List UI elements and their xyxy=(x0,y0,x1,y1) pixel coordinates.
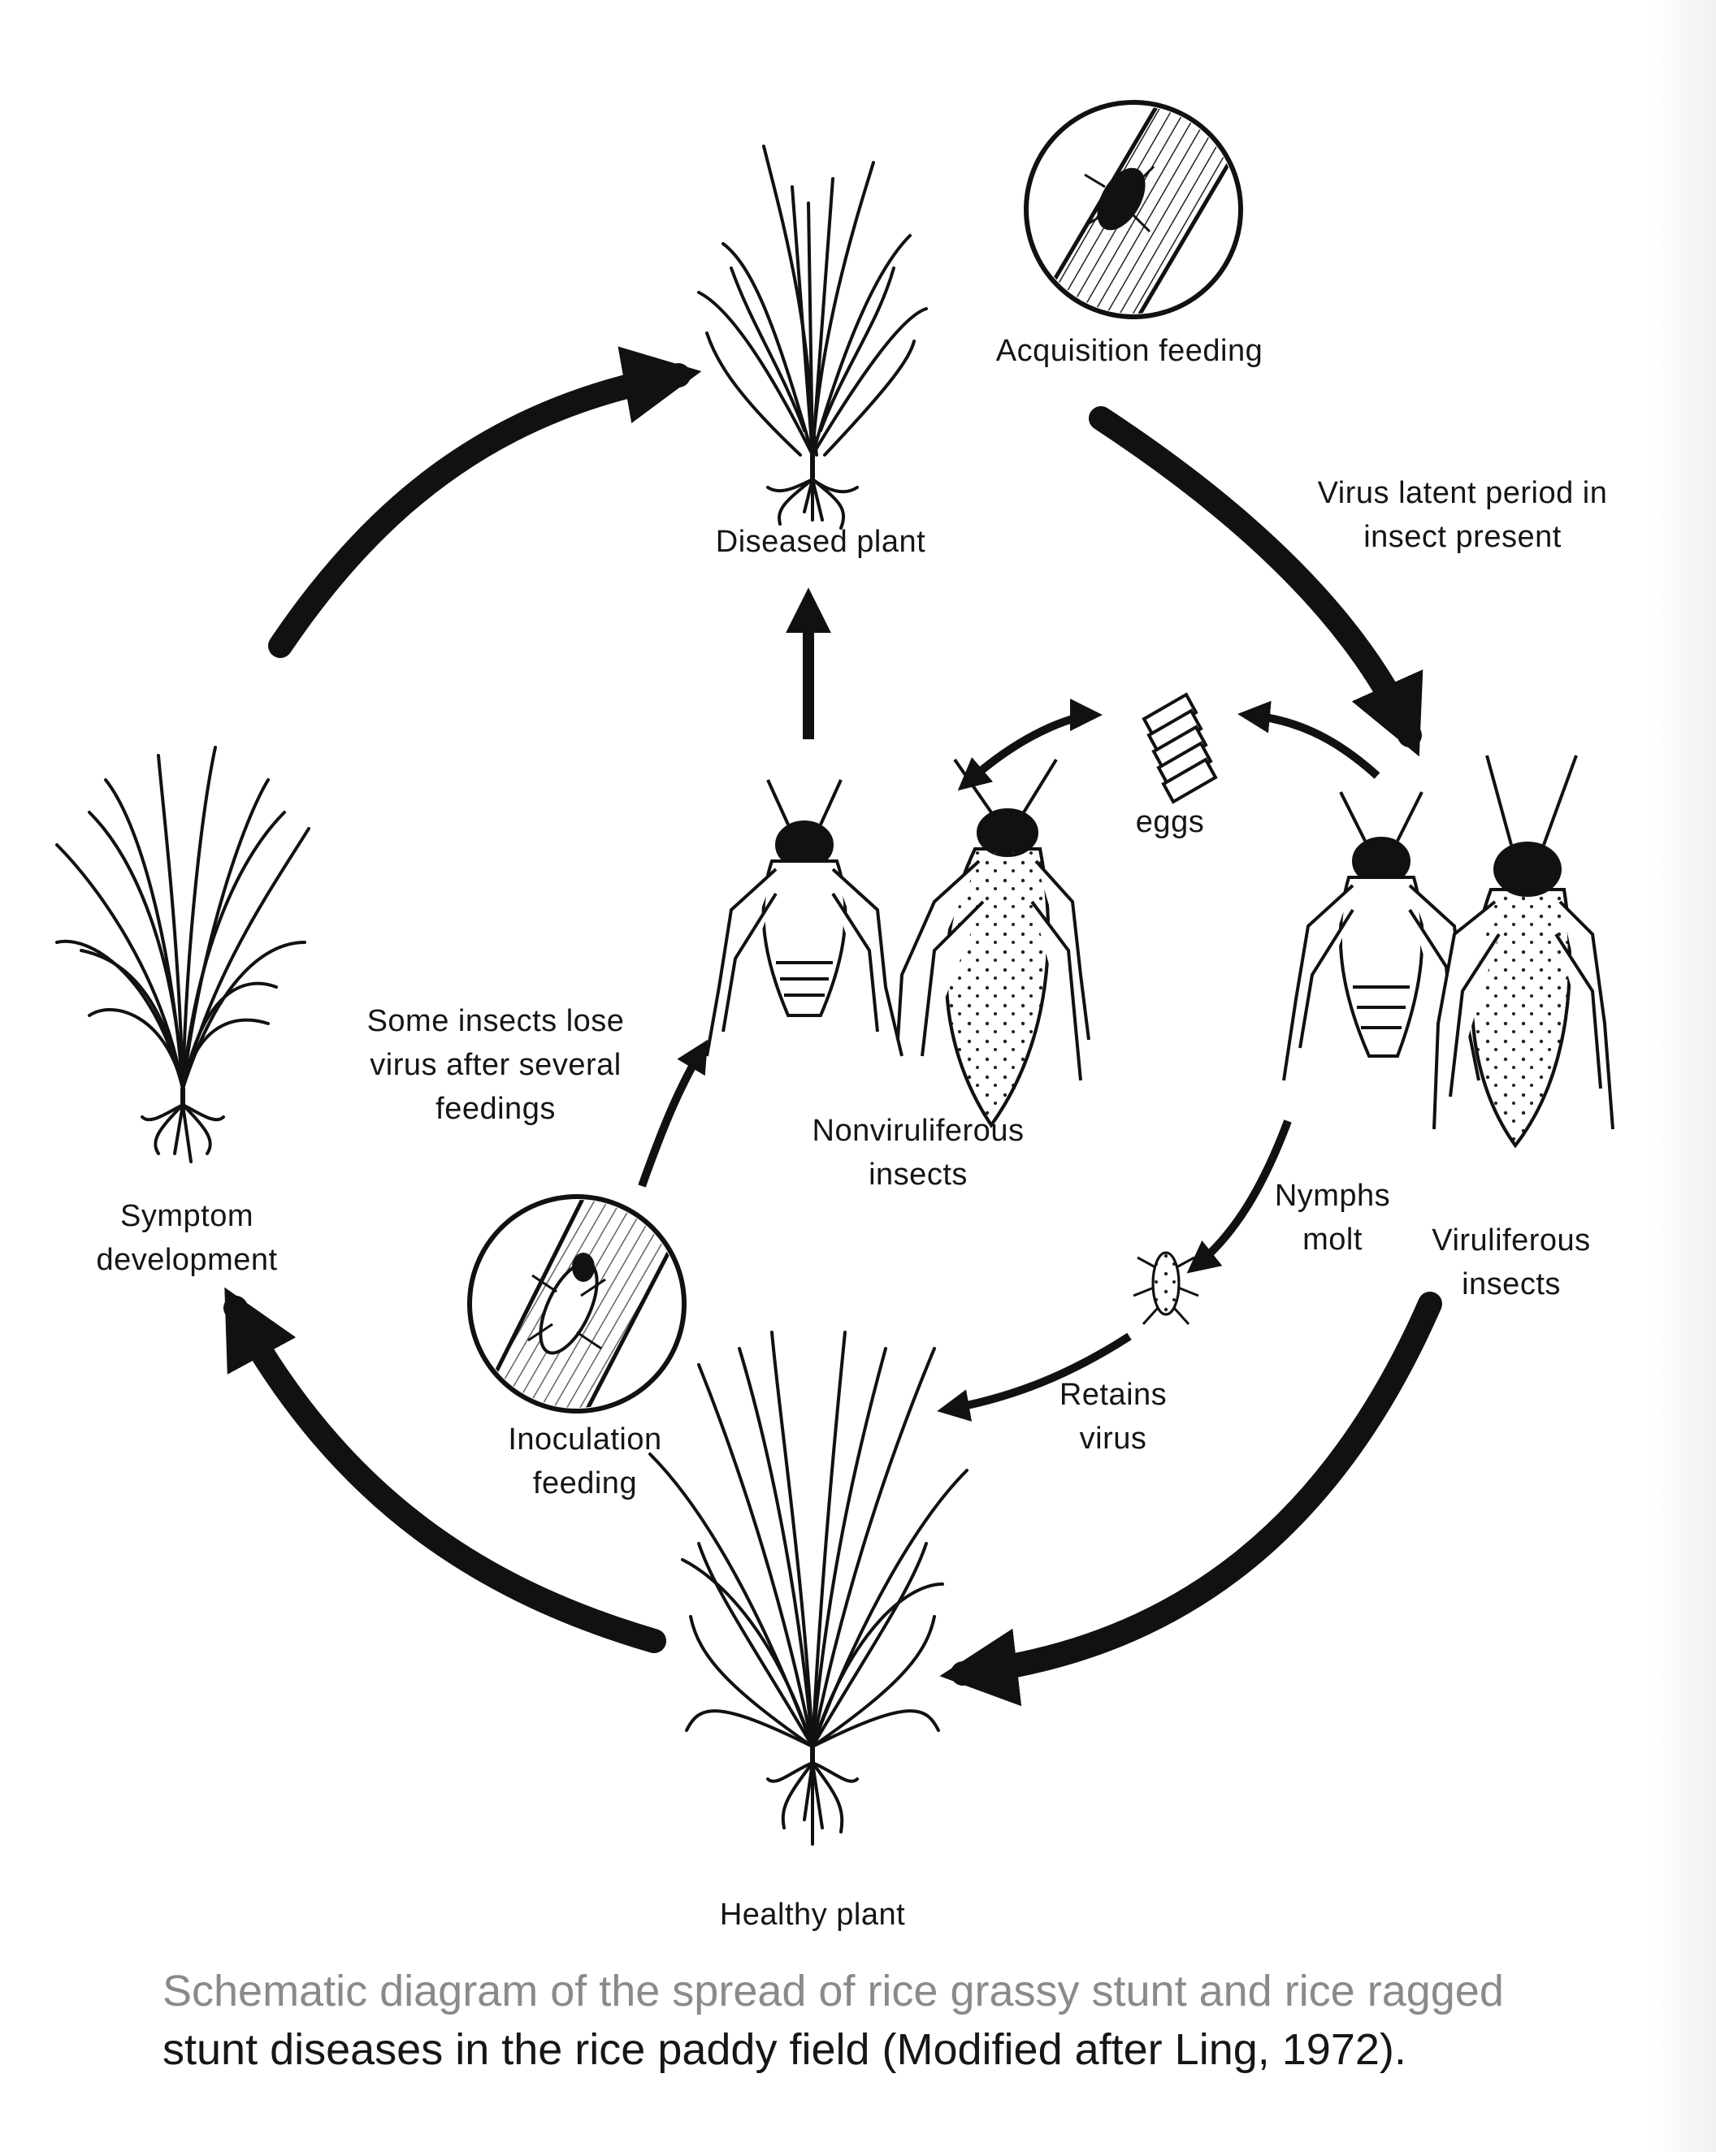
arrow-healthy-to-symptom xyxy=(223,1287,666,1653)
acquisition-feeding-inset xyxy=(1024,100,1243,319)
figure-caption: Schematic diagram of the spread of rice … xyxy=(162,1962,1544,2079)
label-nonviruliferous-insects: Nonviruliferous insects xyxy=(812,1114,1025,1192)
label-acquisition-feeding: Acquisition feeding xyxy=(995,334,1263,368)
arrow-symptom-to-diseased xyxy=(268,346,702,658)
arrow-diseased-to-viruliferous xyxy=(1089,406,1424,757)
viruliferous-adult-drawing xyxy=(1432,755,1614,1149)
diseased-plant-drawing xyxy=(697,145,928,530)
symptom-plant-drawing xyxy=(55,746,310,1163)
label-symptom-development: Symptom development xyxy=(96,1199,278,1277)
arrow-retains-virus xyxy=(937,1332,1132,1422)
label-some-insects-lose-virus: Some insects lose virus after several fe… xyxy=(366,1004,625,1126)
arrow-viruliferous-to-healthy xyxy=(939,1292,1442,1707)
small-nymph-drawing xyxy=(1133,1251,1199,1326)
label-nymphs-molt: Nymphs molt xyxy=(1274,1179,1391,1257)
nonviruliferous-nymph-drawing xyxy=(705,779,904,1057)
label-healthy-plant: Healthy plant xyxy=(719,1898,906,1932)
label-virus-latent-period: Virus latent period in insect present xyxy=(1317,476,1608,554)
label-eggs: eggs xyxy=(1135,805,1205,839)
arrow-nymph-down xyxy=(1186,1119,1292,1274)
label-inoculation-feeding: Inoculation feeding xyxy=(508,1422,662,1500)
healthy-plant-drawing xyxy=(648,1331,968,1846)
caption-line-2: stunt diseases in the rice paddy field (… xyxy=(162,2025,1406,2074)
scan-edge-shadow xyxy=(1651,0,1716,2152)
label-retains-virus: Retains virus xyxy=(1059,1378,1168,1456)
arrow-inoculation-to-some xyxy=(638,1039,708,1188)
caption-line-1: Schematic diagram of the spread of rice … xyxy=(162,1967,1504,2015)
viruliferous-nymph-drawing xyxy=(1282,791,1480,1081)
arrow-vir-to-eggs xyxy=(1237,700,1380,779)
arrow-eggs-double xyxy=(957,699,1103,791)
inoculation-feeding-inset xyxy=(467,1194,687,1414)
label-viruliferous-insects: Viruliferous insects xyxy=(1432,1223,1591,1301)
nonviruliferous-adult-drawing xyxy=(896,758,1090,1128)
eggs-drawing xyxy=(1142,692,1218,804)
label-diseased-plant: Diseased plant xyxy=(715,525,926,559)
